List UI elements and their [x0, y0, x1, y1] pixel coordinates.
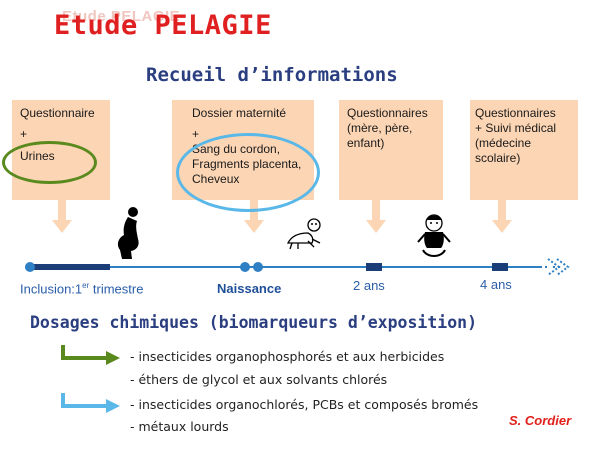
callout-line: + — [20, 127, 28, 141]
cord-blood-highlight-ring — [176, 133, 320, 212]
dosage-item: - insecticides organochlorés, PCBs et co… — [130, 397, 479, 412]
toddler-sitting-icon — [413, 212, 455, 260]
callout-pointer-icon — [244, 200, 264, 233]
timeline-birth-dot — [240, 262, 250, 272]
timeline-arrowhead-icon — [547, 258, 570, 276]
callout-line: Questionnaire — [20, 106, 95, 120]
timeline-label-inclusion: Inclusion:1er trimestre — [20, 281, 144, 297]
callout-four-years: Questionnaires + Suivi médical (médecine… — [470, 100, 578, 200]
green-arrow-icon — [61, 345, 120, 365]
callout-line: Questionnaires — [475, 106, 556, 120]
callout-pointer-icon — [366, 200, 386, 233]
callout-line: enfant) — [347, 136, 385, 150]
page-title: Etude PELAGIE — [54, 10, 272, 41]
author-credit: S. Cordier — [509, 413, 572, 428]
callout-line: Dossier maternité — [192, 106, 287, 120]
page-subtitle: Recueil d’informations — [146, 64, 398, 86]
timeline-four-years-marker — [492, 263, 508, 271]
dosage-item: - éthers de glycol et aux solvants chlor… — [130, 372, 388, 387]
callout-line: + Suivi médical — [475, 121, 557, 135]
title-watermark: Etude PELAGIE — [62, 8, 181, 25]
callout-line: (médecine — [475, 136, 532, 150]
callout-line: scolaire) — [475, 151, 521, 165]
dosages-heading: Dosages chimiques (biomarqueurs d’exposi… — [30, 313, 478, 332]
callout-two-years: Questionnaires (mère, père, enfant) — [339, 100, 443, 200]
timeline-label-four-years: 4 ans — [480, 277, 512, 292]
callout-line: Questionnaires — [347, 106, 428, 120]
pregnant-silhouette-icon — [104, 205, 152, 259]
timeline-label-two-years: 2 ans — [353, 278, 385, 293]
callout-line: (mère, père, — [347, 121, 413, 135]
timeline-start-dot — [25, 262, 35, 272]
timeline-label-birth: Naissance — [217, 281, 282, 296]
callout-line: + — [192, 127, 200, 141]
urine-highlight-ring — [2, 141, 97, 184]
blue-arrow-icon — [61, 393, 120, 413]
callout-pointer-icon — [492, 200, 512, 233]
dosage-item: - métaux lourds — [130, 419, 229, 434]
callout-pointer-icon — [52, 200, 72, 233]
timeline — [25, 258, 570, 276]
baby-crawling-icon — [284, 213, 326, 251]
timeline-two-years-marker — [366, 263, 382, 271]
timeline-birth-dot — [253, 262, 263, 272]
dosage-item: - insecticides organophosphorés et aux h… — [130, 349, 445, 364]
